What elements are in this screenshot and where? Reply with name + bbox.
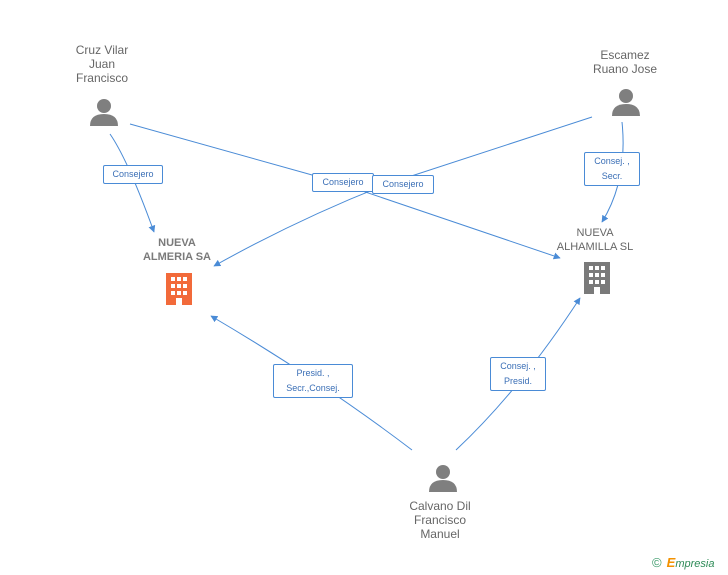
edge-label-escamez-alhamilla: Consej. , Secr. xyxy=(584,152,640,186)
brand-logo-text: mpresia xyxy=(675,558,715,570)
edge-label-calvano-almeria: Presid. , Secr.,Consej. xyxy=(273,364,353,398)
building-icon[interactable] xyxy=(166,273,192,305)
person-label-cruz-vilar[interactable]: Cruz Vilar Juan Francisco xyxy=(75,43,129,85)
brand-logo-initial: E xyxy=(666,555,676,570)
edge-label-cruz-alhamilla: Consejero xyxy=(312,173,374,192)
edge-label-escamez-almeria: Consejero xyxy=(372,175,434,194)
edge-label-calvano-alhamilla: Consej. , Presid. xyxy=(490,357,546,391)
person-label-calvano[interactable]: Calvano Dil Francisco Manuel xyxy=(409,499,471,541)
person-icon[interactable] xyxy=(90,99,118,126)
person-label-escamez[interactable]: Escamez Ruano Jose xyxy=(592,48,658,76)
building-icon[interactable] xyxy=(584,262,610,294)
company-label-nueva-almeria[interactable]: NUEVA ALMERIA SA xyxy=(142,237,212,263)
brand-footer: © Empresia xyxy=(652,555,714,570)
person-icon[interactable] xyxy=(612,89,640,116)
person-icon[interactable] xyxy=(429,465,457,492)
edge-label-cruz-almeria: Consejero xyxy=(103,165,163,184)
company-label-nueva-alhamilla[interactable]: NUEVA ALHAMILLA SL xyxy=(556,227,634,253)
copyright-icon: © xyxy=(652,555,662,570)
